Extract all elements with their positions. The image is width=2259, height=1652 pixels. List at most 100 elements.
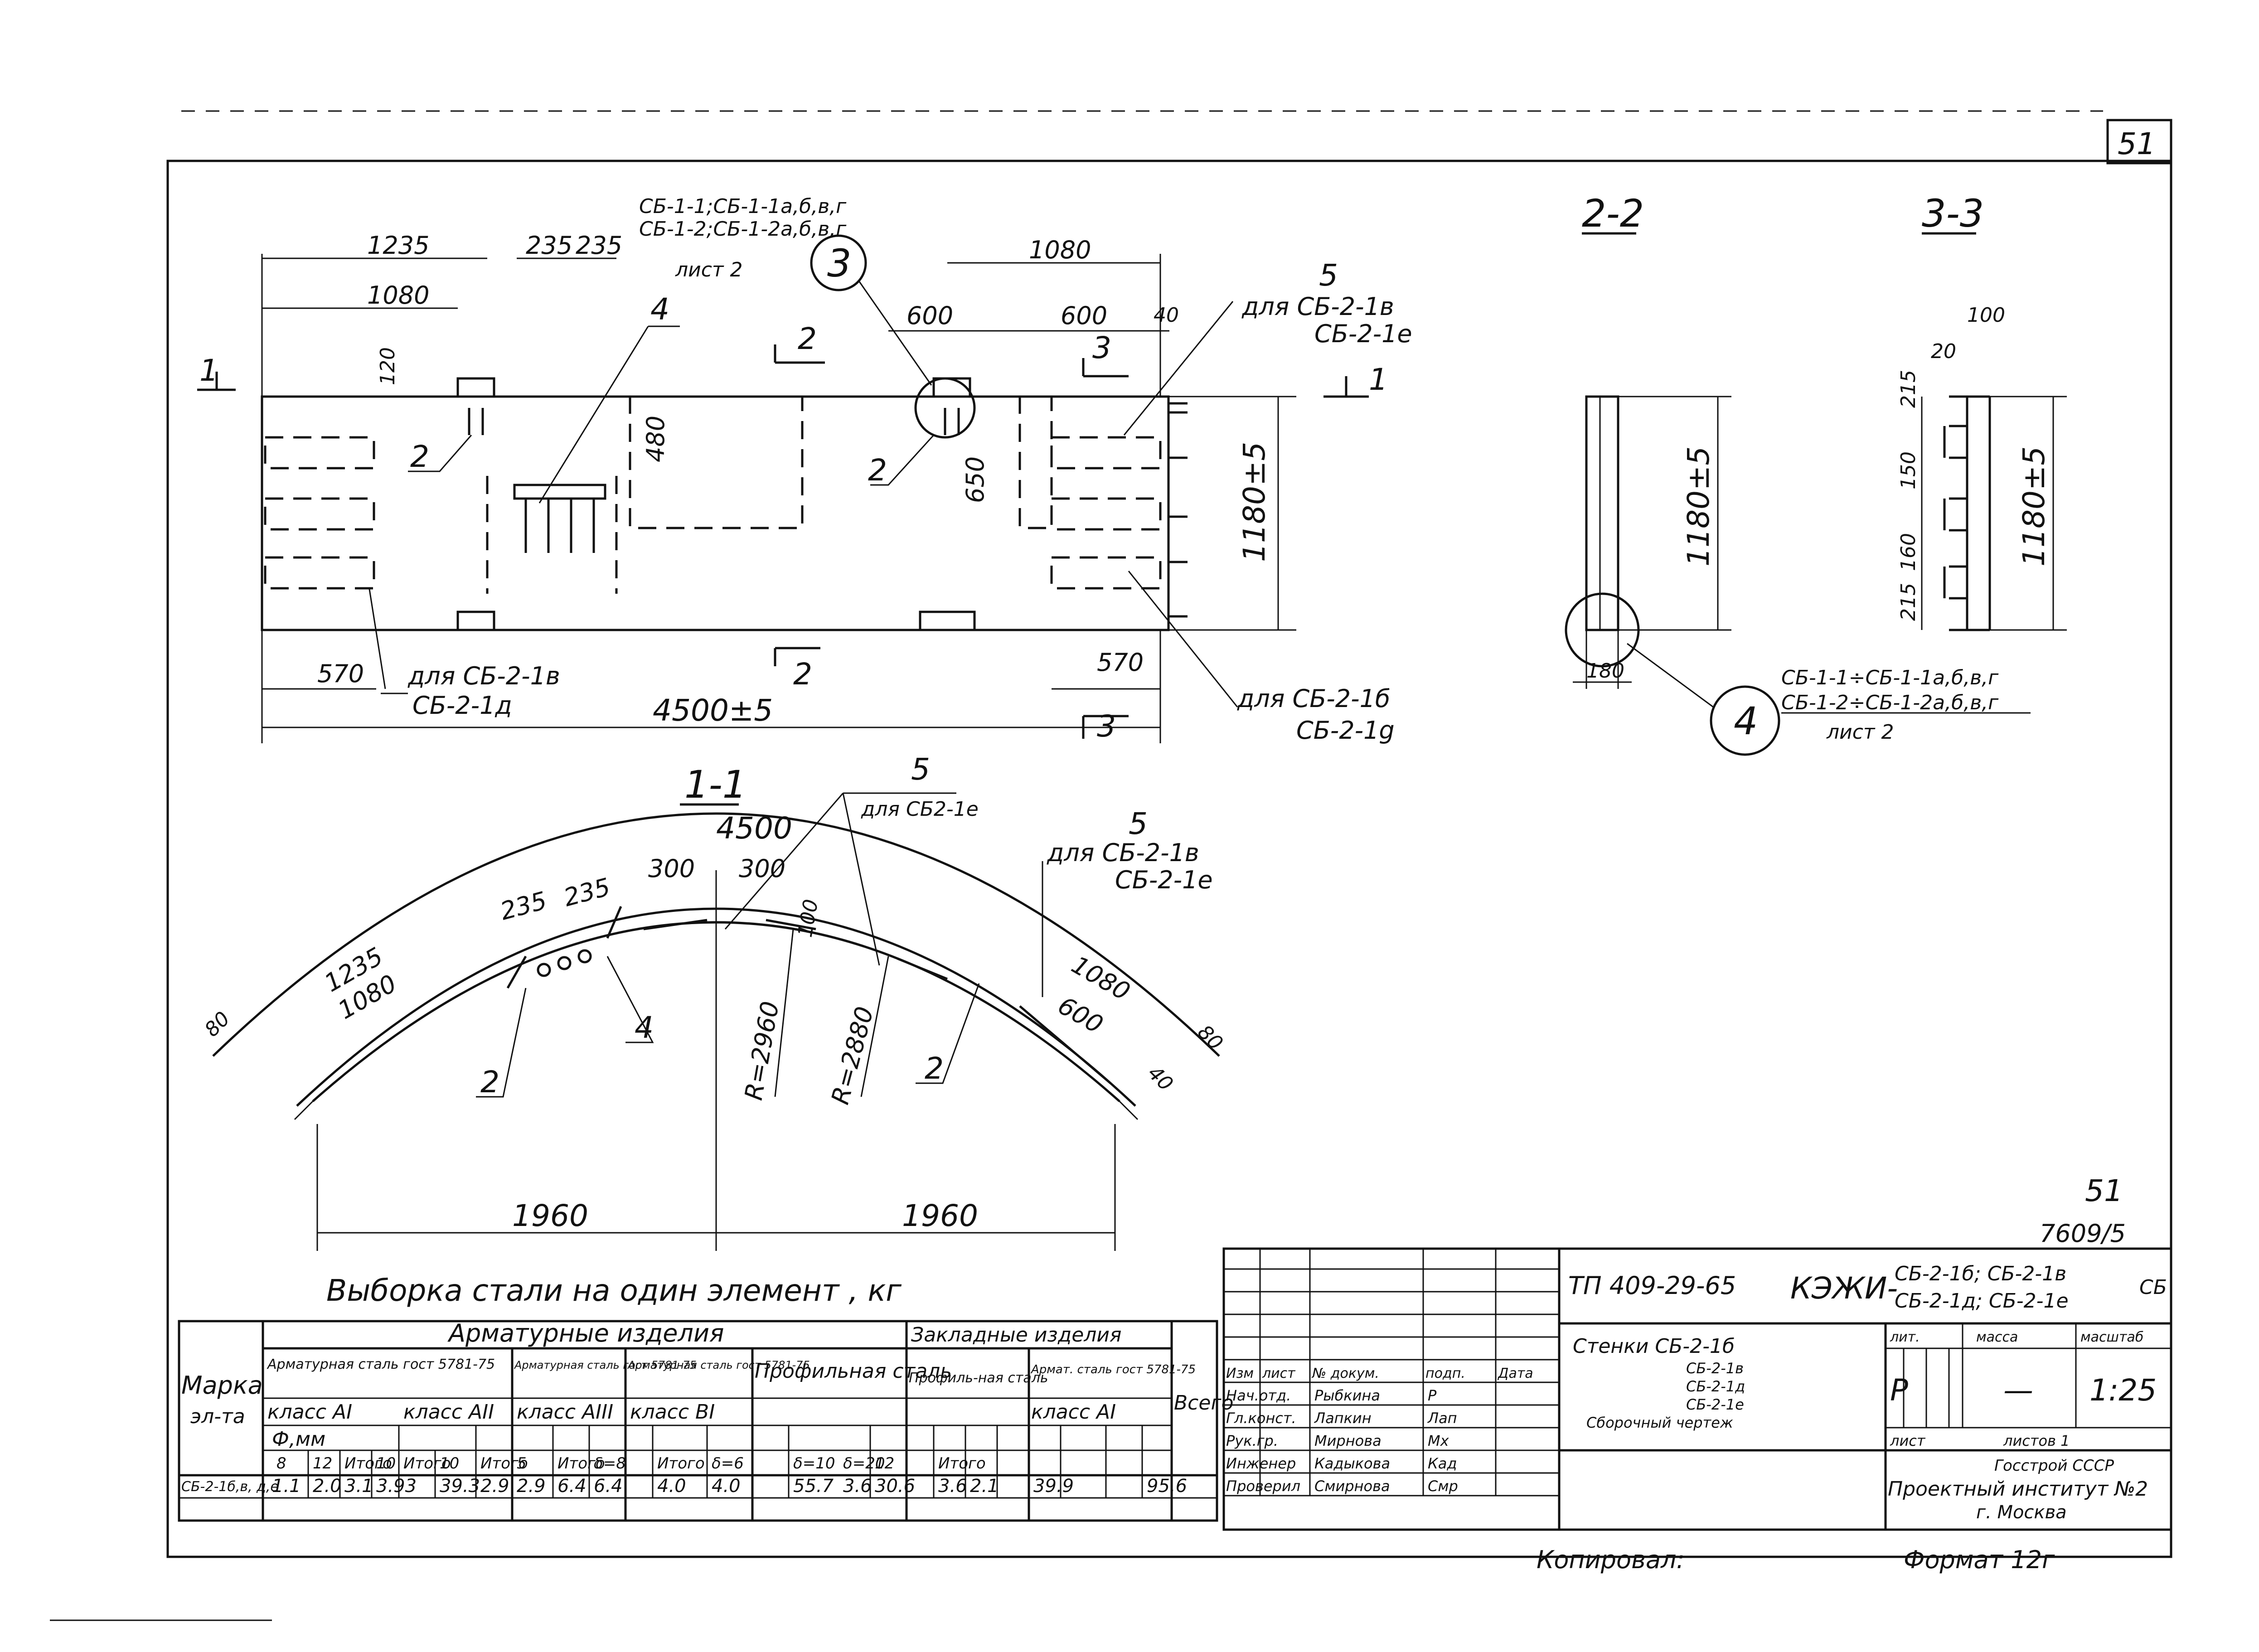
- table-header: Арматурная сталь гост 5781-75: [267, 1356, 495, 1372]
- title-block-name: Рыбкина: [1314, 1387, 1380, 1404]
- table-subheader: 12: [875, 1454, 894, 1473]
- table-cell: 95.6: [1147, 1476, 1187, 1497]
- doc-name: СБ-2-1е: [1686, 1396, 1744, 1413]
- table-header: Арматурные изделия: [447, 1319, 724, 1347]
- title-block-sig: Смр: [1428, 1478, 1458, 1495]
- section-dim: 215: [1897, 370, 1920, 408]
- mass-label: масса: [1976, 1329, 2018, 1345]
- plan-detail-bubble: [914, 377, 976, 439]
- arc-dim: 235: [497, 886, 550, 926]
- arc-dim: 1960: [902, 1198, 978, 1233]
- section-dim: 100: [1967, 304, 2005, 327]
- table-cell: 2.0: [313, 1476, 342, 1497]
- plan-dim: 40: [1154, 304, 1179, 327]
- table-cell: 1.1: [272, 1476, 301, 1497]
- table-subheader: Итого: [557, 1454, 605, 1473]
- table-subheader: Итого: [480, 1454, 528, 1473]
- section-1-1: 1-1 1960 1960 4500 1235 1080 235 235 300…: [200, 752, 1227, 1251]
- section-dim: 150: [1897, 451, 1920, 489]
- plan-dim: 235: [526, 231, 572, 260]
- plan-callout: 2: [410, 439, 429, 474]
- note-text: СБ-1-1÷СБ-1-1а,б,в,г: [1781, 666, 1999, 689]
- table-subheader: δ=10: [793, 1454, 835, 1473]
- title-block-header: Дата: [1497, 1366, 1533, 1381]
- arc-dim: 80: [1193, 1021, 1227, 1055]
- table-cell: 3.6: [843, 1476, 872, 1497]
- table-cell: 4.0: [657, 1476, 686, 1497]
- table-cell: 55.7: [793, 1476, 834, 1497]
- plan-dim: 4500±5: [653, 693, 773, 728]
- table-cell: 3.6: [938, 1476, 967, 1497]
- table-subheader: Итого: [403, 1454, 451, 1473]
- title-block-header: Изм: [1226, 1366, 1254, 1381]
- sheet-frame: 51: [50, 110, 2172, 1621]
- title-block-role: Нач.отд.: [1226, 1387, 1291, 1404]
- table-cell: 6.4: [594, 1476, 623, 1497]
- section-dim: 180: [1586, 659, 1624, 683]
- title-block: ТП 409-29-65 КЭЖИ- СБ-2-1б; СБ-2-1в СБ-2…: [1222, 1247, 2172, 1531]
- title-block-header: № докум.: [1311, 1366, 1379, 1381]
- plan-dim: 600: [907, 301, 953, 330]
- section-mark: 3: [1097, 709, 1116, 744]
- arc-radius: R=2960: [739, 999, 785, 1102]
- table-subheader: 10: [376, 1454, 396, 1473]
- table-subheader: Итого: [938, 1454, 986, 1473]
- plan-dim: 1080: [1029, 236, 1091, 264]
- doc-marks: СБ-2-1б; СБ-2-1в: [1895, 1262, 2066, 1285]
- table-header: Ф,мм: [272, 1428, 325, 1451]
- section-mark: 1: [199, 353, 218, 388]
- title-block-role: Гл.конст.: [1226, 1410, 1296, 1427]
- table-row-label: СБ-2-1б,в, д,е: [181, 1479, 279, 1495]
- sheet-format: Формат 12г: [1904, 1545, 2055, 1574]
- doc-name: Сборочный чертеж: [1586, 1414, 1733, 1431]
- plan-view: 3 СБ-1-1;СБ-1-1а,б,в,г СБ-1-2;СБ-1-2а,б,…: [197, 195, 1412, 745]
- title-block-name: Смирнова: [1314, 1478, 1390, 1495]
- section-dim: 1180±5: [1681, 446, 1716, 567]
- section-mark: 3: [1092, 330, 1111, 365]
- table-cell: 2.9: [480, 1476, 509, 1497]
- note-text: для СБ-2-1в: [407, 662, 560, 690]
- table-cell: 39.9: [1033, 1476, 1074, 1497]
- title-block-sig: Мх: [1428, 1432, 1449, 1449]
- plan-dim: 570: [1097, 648, 1144, 677]
- arc-dim: 235: [561, 872, 613, 912]
- section-dim: 20: [1931, 340, 1956, 363]
- copied-by: Копировал:: [1537, 1545, 1685, 1574]
- arc-callout: 5: [1129, 806, 1148, 841]
- table-cell: 3.93: [376, 1476, 417, 1497]
- title-block-name: Кадыкова: [1314, 1455, 1390, 1472]
- title-block-sig: Лап: [1427, 1410, 1457, 1427]
- note-number: 5: [1319, 258, 1338, 293]
- table-subheader: Итого: [657, 1454, 705, 1473]
- mass-value: —: [2003, 1373, 2033, 1408]
- table-subheader: 10: [440, 1454, 459, 1473]
- plan-note-1: СБ-1-1;СБ-1-1а,б,в,г: [639, 195, 847, 218]
- table-header: Профиль-ная сталь: [909, 1370, 1048, 1386]
- section-mark: 2: [793, 657, 812, 692]
- section-dim: 160: [1897, 533, 1920, 571]
- table-column-rules: [307, 1425, 1143, 1498]
- arc-radius: R=2880: [826, 1003, 879, 1107]
- doc-marks: СБ: [2139, 1276, 2167, 1299]
- plan-dim: 650: [961, 456, 989, 503]
- table-header: Профильная сталь: [755, 1360, 952, 1383]
- table-subheader: δ=8: [594, 1454, 626, 1473]
- arc-dim: 80: [200, 1007, 235, 1042]
- steel-table: Выборка стали на один элемент , кг: [178, 1273, 1233, 1522]
- title-block-role: Рук.гр.: [1226, 1432, 1278, 1449]
- note-text: для СБ2-1е: [861, 798, 979, 821]
- scale-label: масштаб: [2080, 1329, 2143, 1345]
- plan-dim: 235: [576, 231, 622, 260]
- section-dim: 1180±5: [2017, 446, 2051, 567]
- note-text: для СБ-2-1в: [1047, 838, 1199, 867]
- table-cell: 39.3: [440, 1476, 480, 1497]
- doc-name: СБ-2-1д: [1686, 1378, 1745, 1395]
- plan-dim: 1180±5: [1237, 442, 1272, 562]
- doc-marks: СБ-2-1д; СБ-2-1е: [1895, 1289, 2069, 1313]
- arc-callout: 2: [925, 1051, 944, 1086]
- detail-bubble: [1710, 685, 1780, 756]
- table-header: Арматурная сталь гост 5781-75: [514, 1359, 697, 1371]
- table-cell: 2.1: [970, 1476, 999, 1497]
- table-title: Выборка стали на один элемент , кг: [326, 1273, 902, 1308]
- section-mark: 2: [798, 321, 817, 356]
